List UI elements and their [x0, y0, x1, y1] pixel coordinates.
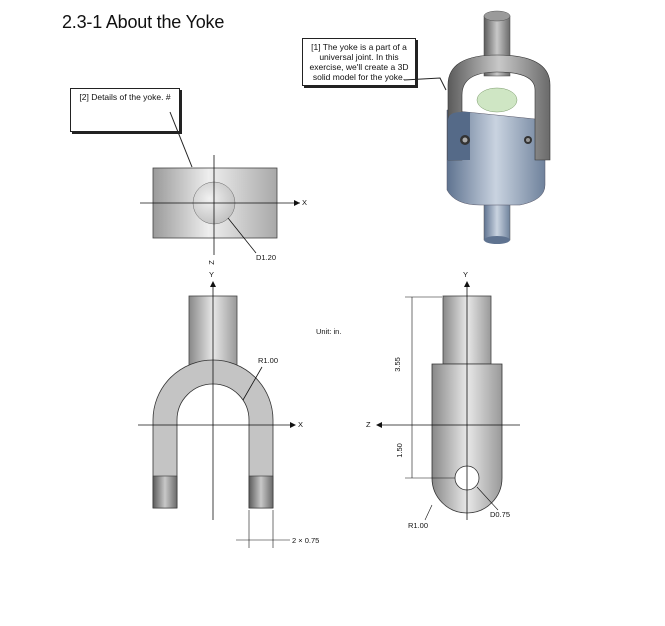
leader-line-1	[403, 77, 447, 91]
side-total-height-label: 3.55	[392, 357, 402, 372]
front-view	[138, 281, 296, 548]
yoke-3d-illustration	[446, 10, 551, 244]
side-radius-label: R1.00	[408, 521, 429, 530]
side-z-axis-label: Z	[366, 420, 371, 429]
side-lower-height-label: 1.50	[394, 443, 404, 458]
section-title: 2.3-1 About the Yoke	[62, 12, 225, 32]
units-label: Unit: in.	[316, 327, 342, 336]
callout-note-2: [2] Details of the yoke. #	[70, 88, 180, 132]
side-view	[376, 281, 520, 521]
front-x-axis-label: X	[298, 420, 304, 429]
top-diameter-label: D1.20	[256, 253, 277, 262]
callout-note-1: [1] The yoke is a part of a universal jo…	[302, 38, 416, 86]
front-y-axis-label: Y	[209, 270, 215, 279]
top-view	[140, 155, 300, 255]
front-radius-label: R1.00	[258, 356, 279, 365]
top-z-axis-label: Z	[206, 260, 216, 265]
leader-line-2	[169, 111, 193, 168]
top-x-axis-label: X	[302, 198, 308, 207]
side-hole-label: D0.75	[490, 510, 511, 519]
front-width-label: 2 × 0.75	[292, 536, 320, 545]
side-y-axis-label: Y	[463, 270, 469, 279]
